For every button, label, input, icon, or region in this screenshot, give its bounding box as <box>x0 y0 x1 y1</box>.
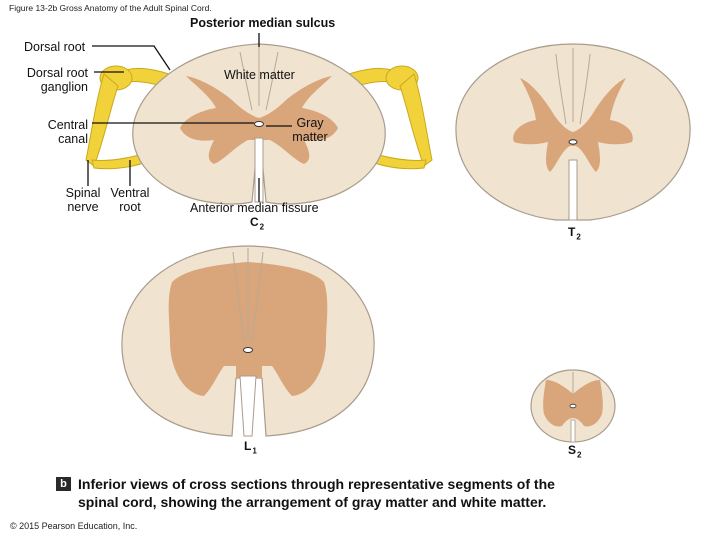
ventral-root-label: Ventral root <box>110 186 150 214</box>
l1-anterior-median-fissure <box>239 375 257 437</box>
segment-label-c2: C2 <box>250 215 266 232</box>
right-spinal-nerve <box>399 73 433 167</box>
l1-central-canal <box>243 347 253 353</box>
c2-gray-matter <box>180 76 338 164</box>
dorsal-root-label: Dorsal root <box>24 40 86 54</box>
t2-gray-matter <box>513 78 633 172</box>
central-canal-label: Central canal <box>47 118 88 146</box>
left-ventral-root <box>91 151 153 170</box>
dorsal-root-leader <box>92 45 171 71</box>
copyright-notice: © 2015 Pearson Education, Inc. <box>10 521 138 531</box>
c2-central-canal <box>254 121 264 127</box>
t2-central-canal <box>568 139 578 145</box>
s2-anterior-median-fissure <box>570 419 576 443</box>
right-ventral-root <box>365 151 427 170</box>
left-spinal-nerve <box>85 73 119 167</box>
l1-cross-section <box>121 245 375 437</box>
s2-cross-section <box>530 369 616 443</box>
c2-anterior-median-fissure <box>254 137 264 203</box>
figure-title: Figure 13-2b Gross Anatomy of the Adult … <box>9 3 212 13</box>
caption-badge: b <box>56 477 71 491</box>
gray-matter-label: Gray matter <box>292 116 328 144</box>
anterior-median-fissure-label: Anterior median fissure <box>190 201 319 215</box>
dorsal-root-ganglion-label: Dorsal root ganglion <box>26 66 88 94</box>
posterior-median-sulcus-label: Posterior median sulcus <box>190 16 336 30</box>
spinal-nerves <box>85 65 433 170</box>
segment-label-l1: L1 <box>244 439 258 456</box>
segment-label-s2: S2 <box>568 443 583 460</box>
t2-cross-section <box>455 43 691 221</box>
white-matter-label: White matter <box>224 68 295 82</box>
segment-label-t2: T2 <box>568 225 582 242</box>
spinal-nerve-label: Spinal nerve <box>65 186 101 214</box>
s2-gray-matter <box>543 380 603 427</box>
c2-cross-section <box>85 43 433 205</box>
t2-anterior-median-fissure <box>568 159 578 221</box>
figure-caption: Inferior views of cross sections through… <box>78 476 555 510</box>
leader-lines <box>87 33 292 202</box>
s2-central-canal <box>569 403 577 409</box>
